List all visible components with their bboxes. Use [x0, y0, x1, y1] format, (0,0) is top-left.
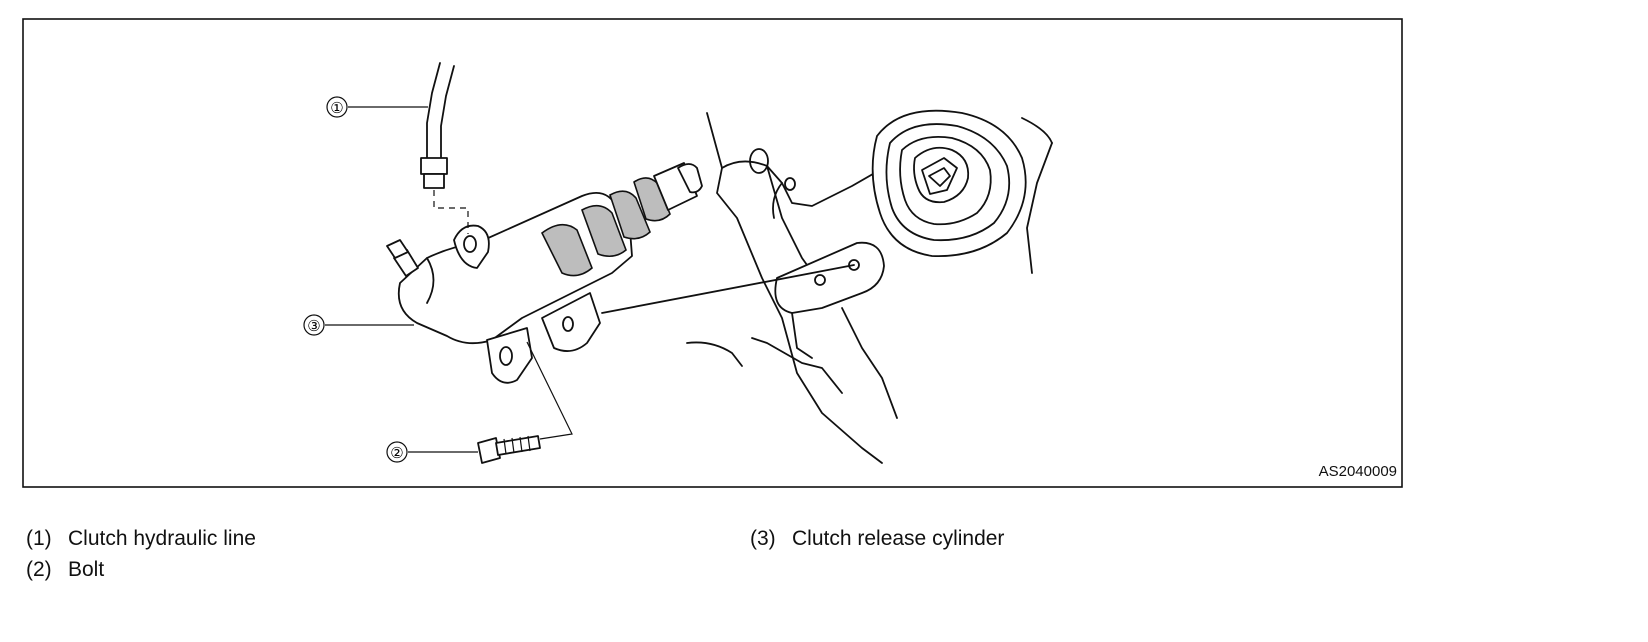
legend-number: (1) — [26, 527, 52, 550]
callout-2: ② — [386, 441, 478, 463]
callout-1: ① — [326, 96, 428, 118]
callout-1-label: ① — [330, 100, 343, 117]
legend-item-clutch-hydraulic-line: (1) Clutch hydraulic line — [26, 526, 256, 552]
legend-label: Clutch hydraulic line — [68, 527, 256, 550]
transmission-housing — [686, 109, 1053, 464]
legend-item-bolt: (2) Bolt — [26, 557, 104, 583]
callout-3: ③ — [303, 314, 414, 336]
clutch-release-cylinder — [386, 162, 855, 384]
clutch-hydraulic-line — [420, 62, 469, 234]
figure-code: AS2040009 — [1318, 463, 1397, 480]
bolt — [477, 341, 573, 464]
legend-number: (3) — [750, 527, 776, 550]
legend-label: Clutch release cylinder — [792, 527, 1005, 550]
callout-2-label: ② — [390, 445, 403, 462]
callout-3-label: ③ — [307, 318, 320, 335]
frame-border — [22, 18, 1403, 488]
clutch-release-cylinder-diagram: ① ③ ② — [22, 18, 1403, 488]
legend-number: (2) — [26, 558, 52, 581]
legend-label: Bolt — [68, 558, 105, 581]
diagram-frame: ① ③ ② AS2040009 — [22, 18, 1403, 488]
legend-item-clutch-release-cylinder: (3) Clutch release cylinder — [750, 526, 1004, 552]
